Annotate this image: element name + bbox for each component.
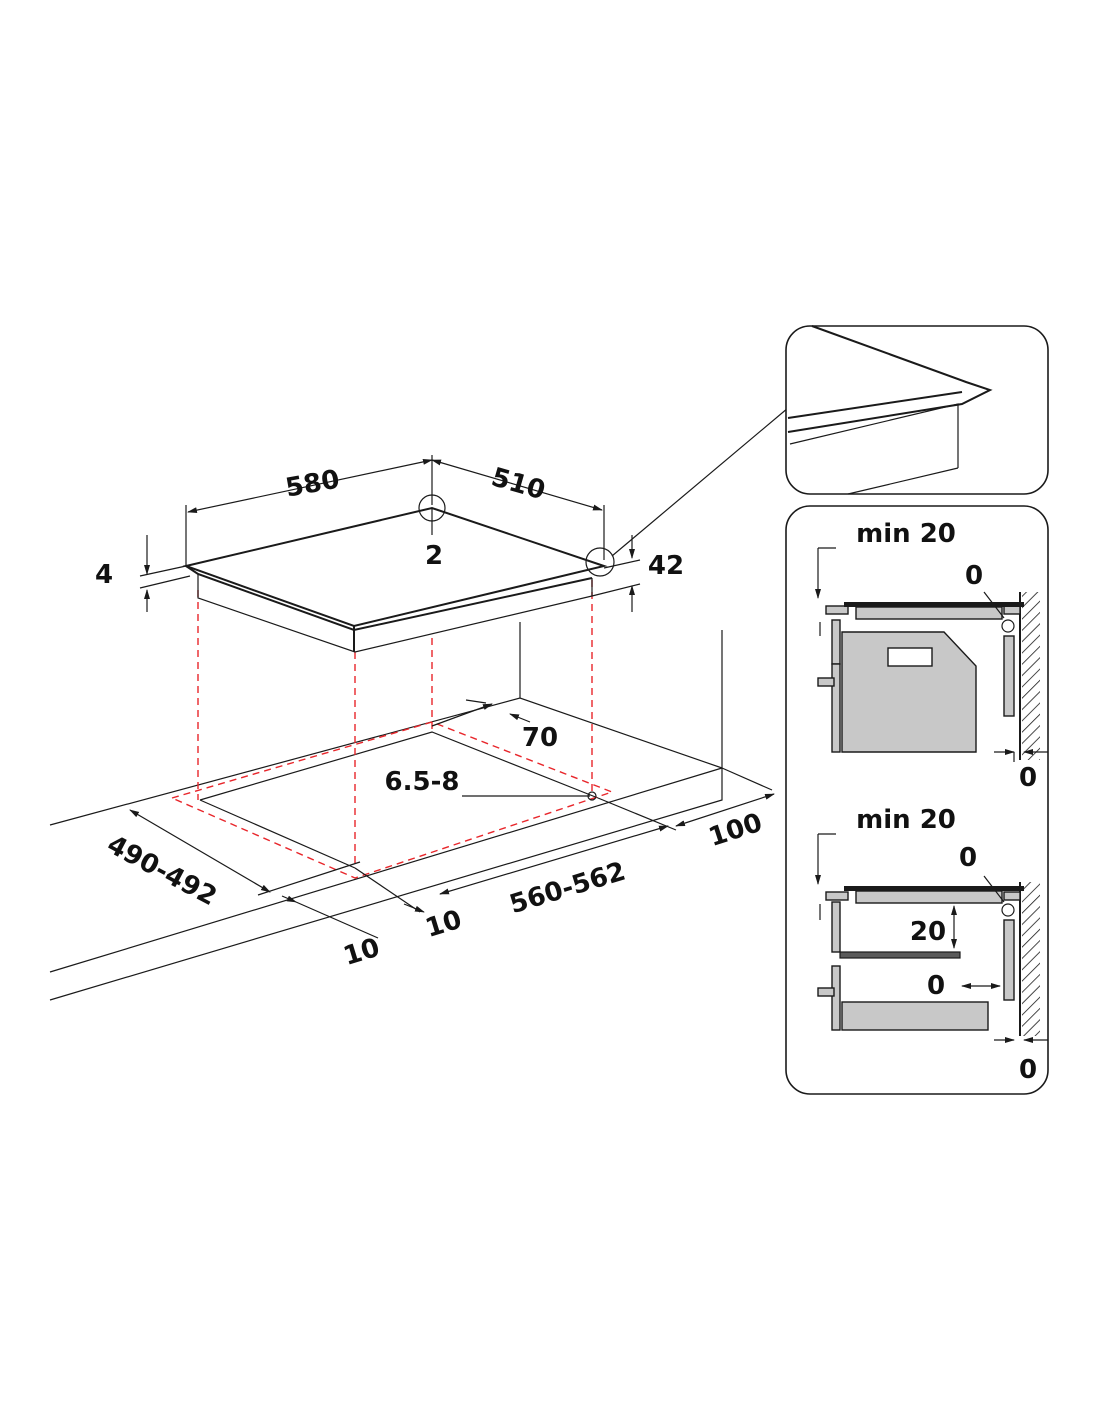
dim-10-right: 10 xyxy=(422,905,465,944)
oven-display xyxy=(887,647,933,667)
wall-hatch-a xyxy=(1022,592,1040,760)
section-detail-oven: min 20 0 0 xyxy=(785,505,1049,1095)
wall-hatch-b xyxy=(1022,882,1040,1036)
dim-42: 42 xyxy=(648,551,684,581)
dim-510: 510 xyxy=(488,462,548,506)
label-0-top-b: 0 xyxy=(959,843,977,873)
seal-circle-b xyxy=(1001,903,1015,917)
detail-circle-edge xyxy=(585,547,615,577)
dim-490-492: 490-492 xyxy=(102,830,221,913)
dim-100: 100 xyxy=(705,808,766,853)
dim-2: 2 xyxy=(425,541,443,571)
section-detail-drawer: min 20 0 20 0 0 xyxy=(815,805,1048,1085)
label-min-20-b: min 20 xyxy=(856,805,956,835)
edge-detail-panel xyxy=(785,325,1049,495)
dim-580: 580 xyxy=(283,465,342,504)
dim-70: 70 xyxy=(522,723,558,753)
dim-10-left: 10 xyxy=(340,933,383,972)
worktop xyxy=(49,622,773,1001)
dim-4: 4 xyxy=(95,560,113,590)
main-hob-drawing: 580 510 2 4 42 70 6.5-8 490-492 560-562 … xyxy=(49,407,789,1001)
oven-body xyxy=(841,631,977,753)
label-0-bottom-a: 0 xyxy=(1019,763,1037,793)
dimension-lines xyxy=(129,455,775,939)
seal-circle-a xyxy=(1001,619,1015,633)
dim-560-562: 560-562 xyxy=(506,857,629,921)
label-0-top-a: 0 xyxy=(965,561,983,591)
drawer-body xyxy=(841,1001,989,1031)
dim-6-5-8: 6.5-8 xyxy=(385,767,460,797)
shelf xyxy=(839,951,961,959)
label-20-gap: 20 xyxy=(910,917,946,947)
hob-body xyxy=(182,506,608,653)
label-0-mid: 0 xyxy=(927,971,945,1001)
label-0-bottom-b: 0 xyxy=(1019,1055,1037,1085)
label-min-20-a: min 20 xyxy=(856,519,956,549)
